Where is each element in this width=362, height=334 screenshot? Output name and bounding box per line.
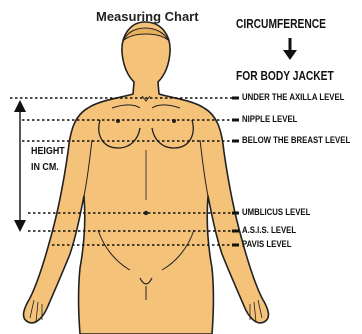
level-label-asis: A.S.I.S. LEVEL: [242, 225, 296, 236]
down-arrow-icon: [283, 50, 297, 60]
chart-title: Measuring Chart: [96, 9, 199, 24]
height-label-line2: IN CM.: [31, 159, 65, 175]
level-label-nipple: NIPPLE LEVEL: [242, 114, 297, 125]
height-arrow-head-bottom: [14, 220, 26, 232]
level-label-below-breast: BELOW THE BREAST LEVEL: [242, 135, 350, 146]
height-label-line1: HEIGHT: [31, 143, 65, 159]
height-label: HEIGHT IN CM.: [31, 143, 65, 175]
body-jacket-heading: FOR BODY JACKET: [236, 69, 334, 83]
level-label-umblicus: UMBLICUS LEVEL: [242, 207, 310, 218]
circumference-heading: CIRCUMFERENCE: [236, 17, 326, 31]
height-arrow-head-top: [14, 100, 26, 112]
level-label-axilla: UNDER THE AXILLA LEVEL: [242, 92, 344, 103]
level-label-pavis: PAVIS LEVEL: [242, 239, 291, 250]
